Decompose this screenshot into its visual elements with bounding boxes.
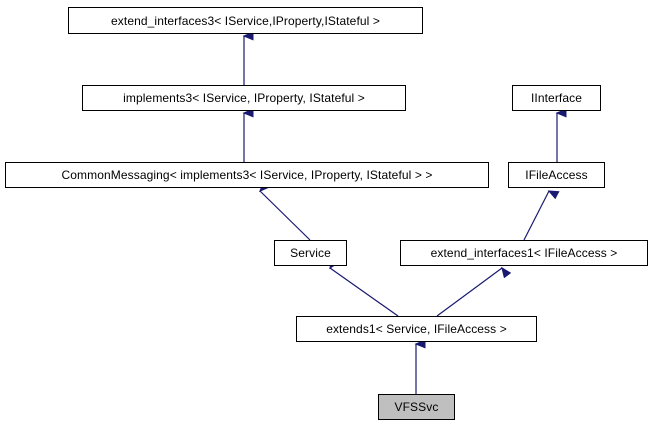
node-label-vfssvc: VFSSvc <box>394 400 439 414</box>
node-ifileaccess[interactable]: IFileAccess <box>508 162 605 188</box>
node-service[interactable]: Service <box>274 240 347 266</box>
node-extend-interfaces3[interactable]: extend_interfaces3< IService,IProperty,I… <box>68 7 423 34</box>
node-label-common-messaging: CommonMessaging< implements3< IService, … <box>61 168 433 182</box>
node-implements3[interactable]: implements3< IService, IProperty, IState… <box>82 85 406 111</box>
node-label-extend-interfaces1: extend_interfaces1< IFileAccess > <box>430 246 618 260</box>
node-iinterface[interactable]: IInterface <box>512 85 601 111</box>
node-extend-interfaces1[interactable]: extend_interfaces1< IFileAccess > <box>400 240 648 266</box>
edge-extends1-to-extendinterfaces1 <box>436 266 512 317</box>
node-label-extends1: extends1< Service, IFileAccess > <box>326 322 507 336</box>
edge-extends1-to-service <box>329 257 399 317</box>
node-label-iinterface: IInterface <box>530 91 583 105</box>
edge-service-to-commonmessaging <box>258 181 311 241</box>
node-label-implements3: implements3< IService, IProperty, IState… <box>123 91 365 105</box>
node-label-ifileaccess: IFileAccess <box>525 168 588 182</box>
edge-extendinterfaces1-to-ifileaccess <box>523 190 560 241</box>
node-extends1[interactable]: extends1< Service, IFileAccess > <box>296 316 537 342</box>
node-label-service: Service <box>290 246 331 260</box>
node-common-messaging[interactable]: CommonMessaging< implements3< IService, … <box>5 162 489 188</box>
node-vfssvc[interactable]: VFSSvc <box>378 394 455 420</box>
node-label-extend-interfaces3: extend_interfaces3< IService,IProperty,I… <box>111 13 380 28</box>
